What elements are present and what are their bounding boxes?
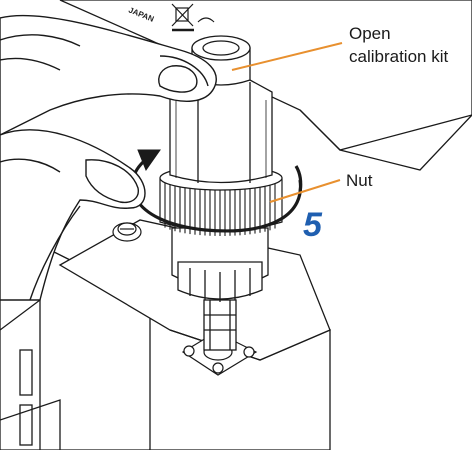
disposal-mark-icon (171, 3, 194, 32)
leader-line-open-kit (231, 42, 343, 71)
kit-hex-body (169, 79, 273, 184)
label-open-kit-line1: Open (349, 24, 391, 43)
hand-top (0, 14, 217, 136)
mounting-screw (112, 222, 142, 242)
connector-port (197, 17, 215, 23)
step-number: 5 (303, 206, 323, 244)
nut-knurling (164, 182, 276, 236)
label-nut: Nut (346, 171, 373, 190)
kit-cap (191, 35, 251, 86)
kit-lower-body (171, 227, 269, 302)
leader-line-nut (269, 179, 341, 203)
label-open-kit-line2: calibration kit (349, 47, 448, 66)
adapter-neck (203, 299, 237, 351)
hand-lower (0, 129, 146, 301)
